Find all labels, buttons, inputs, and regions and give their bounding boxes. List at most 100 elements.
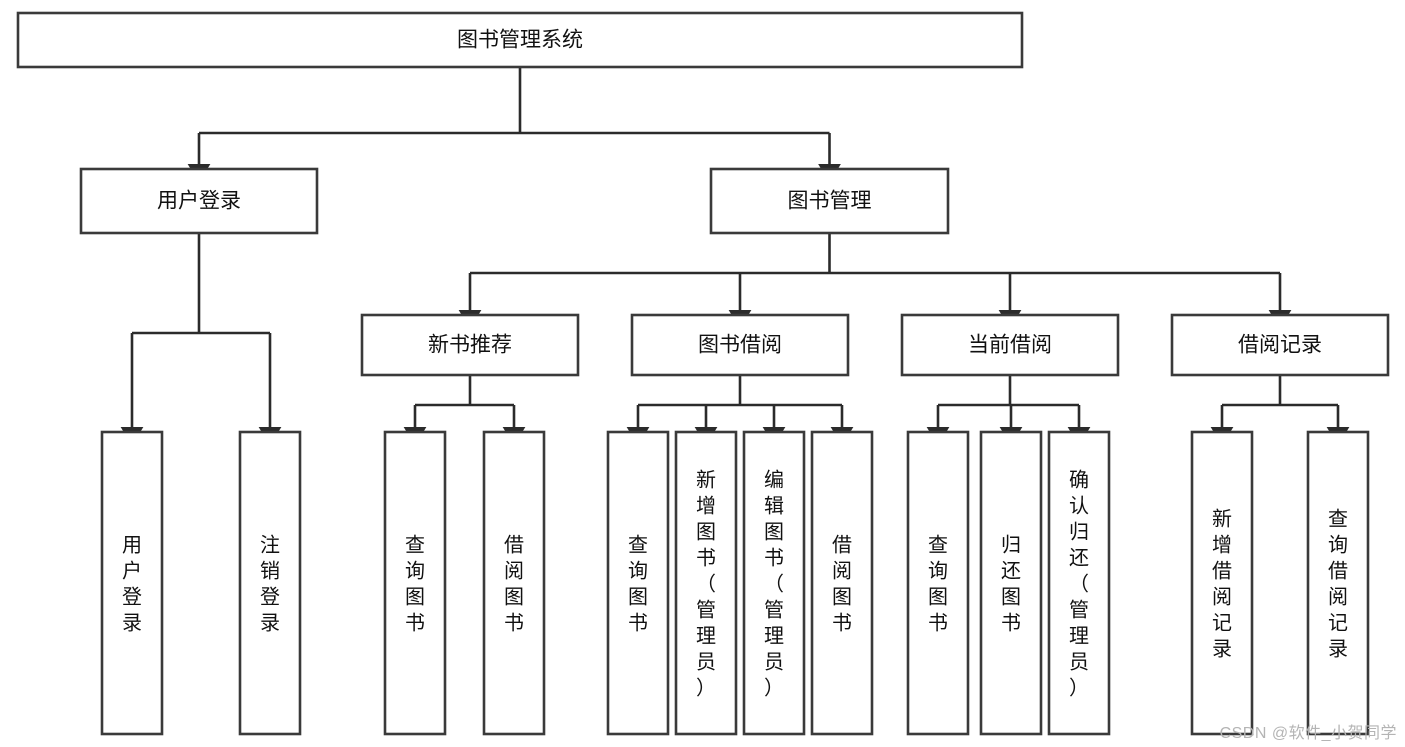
svg-text:图: 图 [1001, 586, 1021, 608]
svg-text:认: 认 [1069, 494, 1089, 517]
node-level2-label-0: 用户登录 [157, 190, 241, 213]
svg-text:（: （ [696, 572, 716, 595]
node-level2-box-0[interactable] [79, 167, 319, 235]
svg-text:理: 理 [764, 625, 784, 647]
svg-text:新: 新 [1212, 507, 1232, 530]
svg-text:录: 录 [1212, 638, 1232, 660]
svg-text:户: 户 [122, 559, 142, 582]
svg-text:图: 图 [628, 586, 648, 608]
svg-text:管: 管 [696, 598, 716, 621]
node-leaf-box-borrow_record-0[interactable] [1190, 430, 1254, 736]
svg-text:还: 还 [1069, 546, 1089, 569]
svg-text:录: 录 [122, 612, 142, 634]
svg-text:新: 新 [696, 468, 716, 491]
node-leaf-box-book_borrow-2[interactable] [742, 430, 806, 736]
node-level3-box-3[interactable] [1170, 313, 1390, 377]
svg-text:销: 销 [260, 559, 280, 582]
svg-text:询: 询 [628, 559, 648, 582]
node-leaf-box-book_borrow-1[interactable] [674, 430, 738, 736]
svg-text:借: 借 [504, 533, 524, 556]
svg-text:辑: 辑 [764, 494, 784, 517]
svg-text:）: ） [764, 676, 784, 699]
svg-text:查: 查 [405, 533, 425, 556]
node-level2-box-1[interactable] [709, 167, 950, 235]
node-leaf-box-user_login-1[interactable] [238, 430, 302, 736]
node-root-box[interactable] [16, 11, 1024, 69]
svg-text:用: 用 [122, 534, 142, 556]
svg-text:图: 图 [832, 586, 852, 608]
svg-text:登: 登 [260, 585, 280, 608]
svg-text:管: 管 [1069, 598, 1089, 621]
svg-text:借: 借 [1212, 559, 1232, 582]
svg-text:查: 查 [628, 533, 648, 556]
svg-text:记: 记 [1328, 611, 1348, 634]
svg-text:记: 记 [1212, 611, 1232, 634]
svg-text:）: ） [1069, 676, 1089, 699]
node-level3-label-2: 当前借阅 [968, 334, 1052, 357]
svg-text:（: （ [764, 572, 784, 595]
node-leaf-box-current_borrow-1[interactable] [979, 430, 1043, 736]
svg-text:编: 编 [764, 468, 784, 491]
box-layer [16, 11, 1390, 736]
svg-text:注: 注 [260, 533, 280, 556]
svg-text:书: 书 [764, 546, 784, 569]
svg-text:阅: 阅 [504, 559, 524, 582]
node-leaf-box-book_borrow-3[interactable] [810, 430, 874, 736]
svg-text:书: 书 [405, 611, 425, 634]
node-root-label: 图书管理系统 [457, 29, 583, 52]
svg-text:图: 图 [928, 586, 948, 608]
svg-text:员: 员 [1069, 651, 1089, 673]
svg-text:增: 增 [1212, 533, 1232, 556]
node-leaf-box-book_borrow-0[interactable] [606, 430, 670, 736]
svg-text:询: 询 [928, 559, 948, 582]
svg-text:询: 询 [405, 559, 425, 582]
node-level3-label-0: 新书推荐 [428, 334, 512, 357]
svg-text:书: 书 [832, 611, 852, 634]
node-level3-label-3: 借阅记录 [1238, 334, 1322, 357]
node-leaf-box-new_book_recommend-1[interactable] [482, 430, 546, 736]
svg-text:书: 书 [928, 611, 948, 634]
node-leaf-box-new_book_recommend-0[interactable] [383, 430, 447, 736]
node-leaf-box-current_borrow-2[interactable] [1047, 430, 1111, 736]
node-level3-label-1: 图书借阅 [698, 334, 782, 357]
svg-text:借: 借 [832, 533, 852, 556]
node-level3-box-0[interactable] [360, 313, 580, 377]
svg-text:书: 书 [696, 546, 716, 569]
node-level3-box-2[interactable] [900, 313, 1120, 377]
watermark-text: CSDN @软件_小贺同学 [1219, 725, 1397, 742]
svg-text:查: 查 [1328, 507, 1348, 530]
node-leaf-label-user_login-0: 用户登录 [122, 534, 142, 634]
node-level2-label-1: 图书管理 [788, 190, 872, 213]
svg-text:员: 员 [696, 651, 716, 673]
label-layer: 图书管理系统用户登录图书管理新书推荐图书借阅当前借阅借阅记录用户登录注销登录查询… [122, 29, 1348, 700]
node-leaf-box-borrow_record-1[interactable] [1306, 430, 1370, 736]
svg-text:理: 理 [696, 625, 716, 647]
node-leaf-box-current_borrow-0[interactable] [906, 430, 970, 736]
svg-text:查: 查 [928, 533, 948, 556]
svg-text:书: 书 [1001, 611, 1021, 634]
svg-text:管: 管 [764, 598, 784, 621]
svg-text:阅: 阅 [1212, 585, 1232, 608]
svg-text:图: 图 [764, 521, 784, 543]
svg-text:确: 确 [1069, 468, 1089, 491]
svg-text:阅: 阅 [1328, 585, 1348, 608]
svg-text:阅: 阅 [832, 559, 852, 582]
node-leaf-box-user_login-0[interactable] [100, 430, 164, 736]
svg-text:询: 询 [1328, 533, 1348, 556]
svg-text:归: 归 [1069, 520, 1089, 543]
svg-text:图: 图 [504, 586, 524, 608]
svg-text:）: ） [696, 676, 716, 699]
svg-text:员: 员 [764, 651, 784, 673]
node-level3-box-1[interactable] [630, 313, 850, 377]
svg-text:（: （ [1069, 572, 1089, 595]
